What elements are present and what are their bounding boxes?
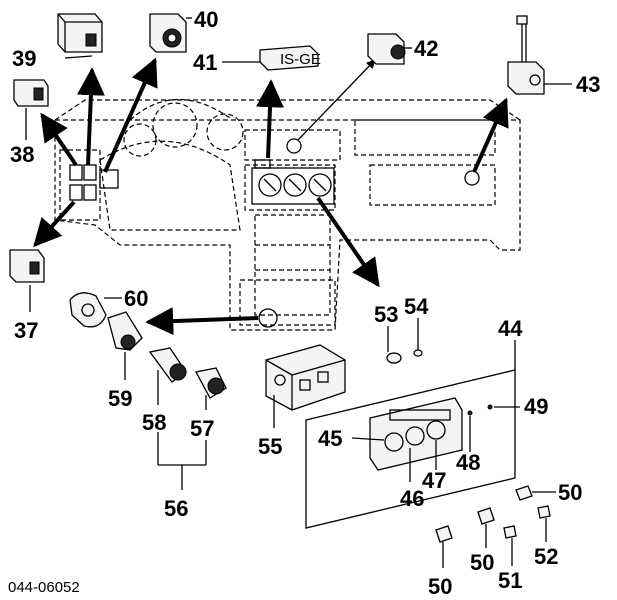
callout-50-middle: 50	[470, 550, 494, 575]
clip-part-52	[537, 505, 551, 519]
callout-53: 53	[374, 302, 398, 327]
callout-37: 37	[14, 318, 38, 343]
callout-55: 55	[258, 434, 282, 459]
switch-part-38	[13, 79, 49, 107]
part-54-bulb	[413, 349, 423, 357]
dash-heater-control	[251, 167, 335, 205]
callout-59: 59	[108, 386, 132, 411]
callout-38: 38	[10, 142, 34, 167]
switch-part-41: IS-GE	[259, 45, 321, 71]
switch-part-40	[149, 13, 187, 53]
switch-part-37	[9, 249, 45, 283]
callout-50-right: 50	[558, 480, 582, 505]
clip-part-50-middle	[477, 507, 495, 525]
callout-52: 52	[534, 544, 558, 569]
clip-part-50-left	[435, 525, 453, 543]
callout-57: 57	[190, 416, 214, 441]
switch-41-label: IS-GE	[280, 51, 321, 68]
heater-control-assembly-55	[265, 344, 346, 411]
leader-lines	[25, 17, 572, 568]
callout-40: 40	[194, 7, 218, 32]
control-panel-group-44	[305, 369, 516, 529]
clip-part-50-right	[515, 485, 533, 501]
switch-part-42	[367, 33, 406, 65]
figure-code: 044-06052	[8, 579, 80, 596]
callout-54: 54	[404, 294, 429, 319]
pointer-arrows	[33, 57, 509, 336]
callout-50-left: 50	[428, 574, 452, 599]
lighter-part-58	[148, 347, 187, 383]
callout-51: 51	[498, 568, 522, 593]
callout-46: 46	[400, 486, 424, 511]
callout-41: 41	[193, 50, 217, 75]
callout-45: 45	[318, 426, 342, 451]
callout-42: 42	[414, 36, 438, 61]
callout-60: 60	[124, 286, 148, 311]
dash-switch-position-43	[464, 170, 480, 186]
callout-39: 39	[12, 46, 36, 71]
sensor-part-43	[507, 15, 545, 95]
part-53-knob	[386, 352, 402, 364]
dash-switch-position-42	[286, 138, 302, 154]
dash-lighter-position	[258, 308, 278, 328]
callout-47: 47	[422, 468, 446, 493]
part-59-socket	[107, 311, 143, 351]
callout-43: 43	[576, 72, 600, 97]
lighter-socket-part-57	[195, 367, 227, 399]
callout-56: 56	[164, 496, 188, 521]
clip-part-51	[503, 525, 517, 539]
switch-part-39	[57, 13, 103, 53]
callout-48: 48	[456, 450, 480, 475]
callout-58: 58	[142, 410, 166, 435]
part-60-ring	[69, 292, 107, 328]
callout-44: 44	[498, 316, 523, 341]
callout-49: 49	[524, 394, 548, 419]
